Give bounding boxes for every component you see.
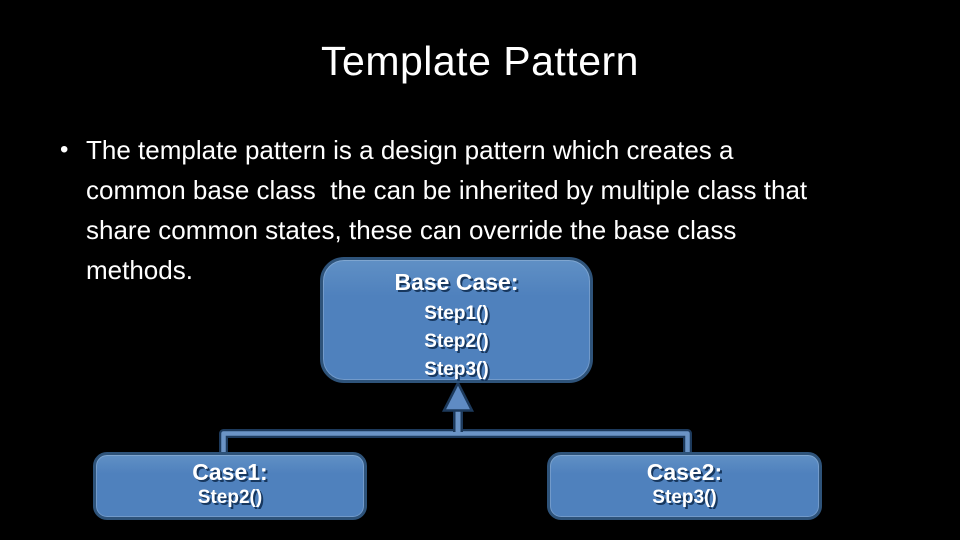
- bullet-line: share common states, these can override …: [86, 215, 737, 245]
- case2-title: Case2:: [646, 459, 723, 485]
- case2-step: Step3(): [652, 487, 717, 508]
- bullet-text: The template pattern is a design pattern…: [86, 130, 940, 290]
- case2-box: Case2: Step3(): [547, 452, 822, 520]
- base-case-title: Base Case:: [394, 269, 519, 295]
- bullet-line: methods.: [86, 255, 193, 285]
- bullet-marker: •: [60, 136, 69, 163]
- up-arrow-icon: [441, 380, 475, 412]
- bracket-line: [221, 431, 690, 453]
- slide-title: Template Pattern: [321, 38, 639, 84]
- base-case-box: Base Case: Step1() Step2() Step3(): [320, 257, 593, 383]
- case1-title: Case1:: [192, 459, 268, 485]
- bullet-paragraph: • The template pattern is a design patte…: [60, 130, 940, 290]
- case1-step: Step2(): [197, 487, 263, 508]
- base-case-step: Step1(): [424, 303, 489, 324]
- bullet-line: The template pattern is a design pattern…: [86, 135, 734, 165]
- base-case-step: Step2(): [424, 331, 489, 352]
- bracket-line-outline: [219, 429, 692, 453]
- case1-box: Case1: Step2(): [93, 452, 367, 520]
- base-case-step: Step3(): [424, 359, 489, 380]
- bullet-line: common base class the can be inherited b…: [86, 175, 808, 205]
